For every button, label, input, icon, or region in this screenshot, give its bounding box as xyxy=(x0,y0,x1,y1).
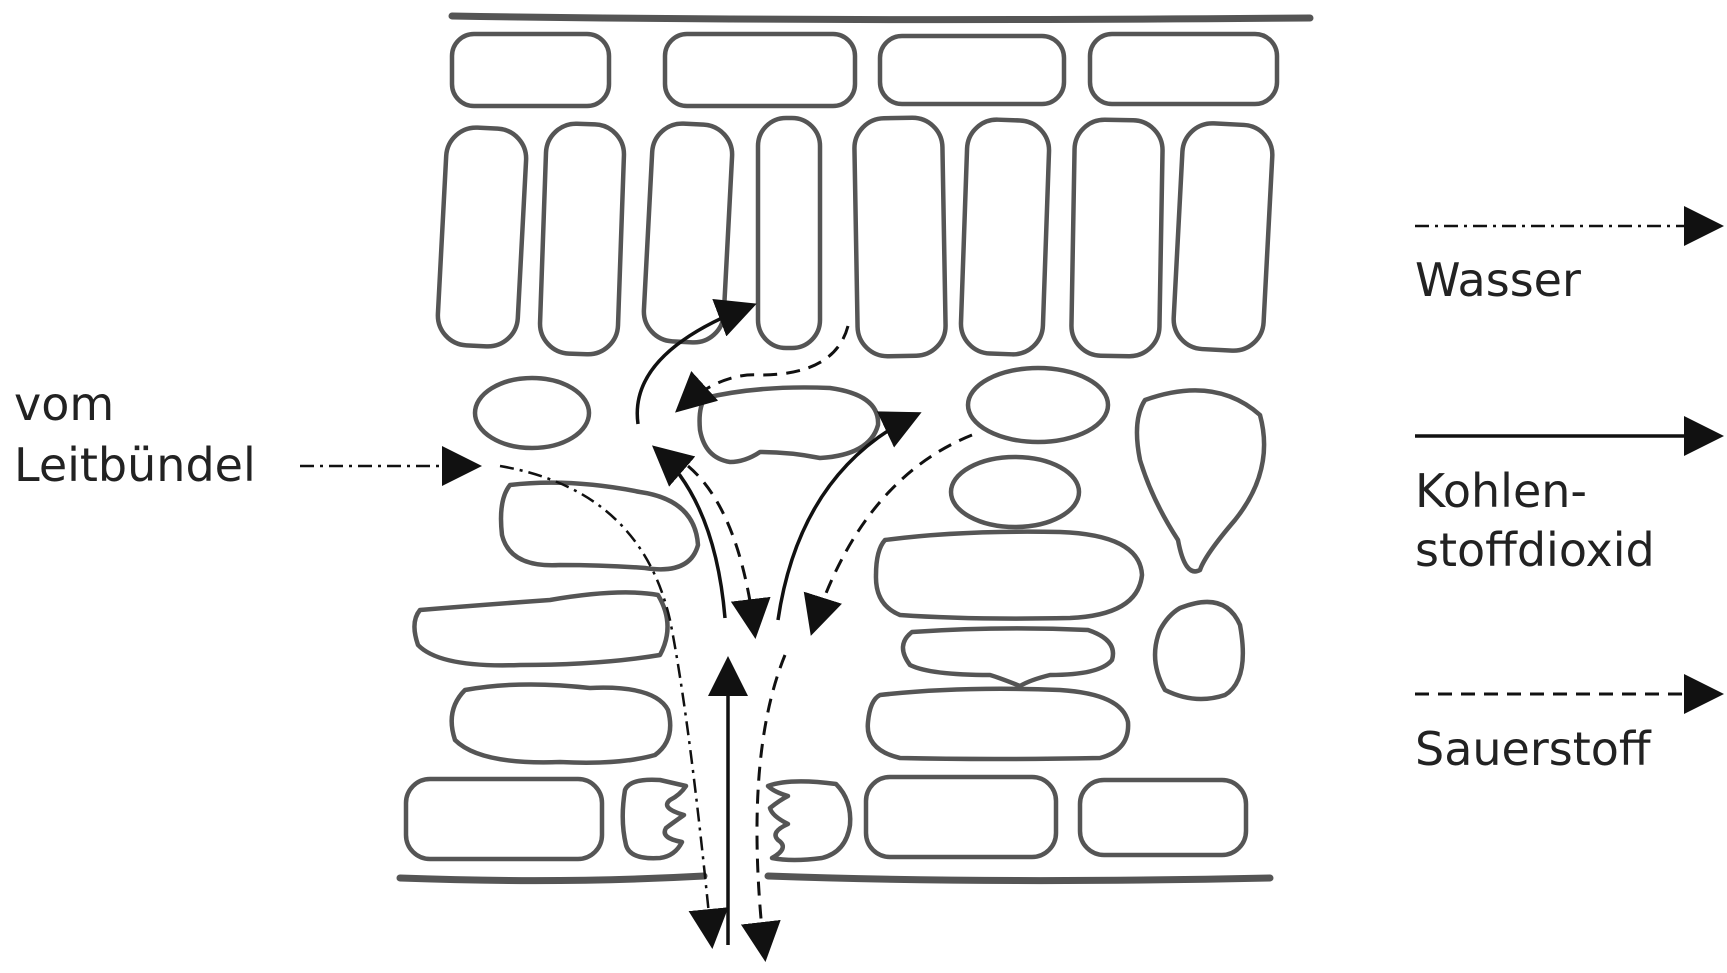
oxygen-pathways xyxy=(678,326,972,958)
source-label: vom Leitbündel xyxy=(14,377,256,492)
source-label-line-1: vom xyxy=(14,377,114,431)
legend-label-co2-line-2: stoffdioxid xyxy=(1415,523,1655,577)
legend-item-oxygen: Sauerstoff xyxy=(1415,694,1720,776)
lower-epidermis xyxy=(400,777,1270,881)
water-pathways xyxy=(300,466,712,945)
legend-item-water: Wasser xyxy=(1415,226,1720,307)
palisade-layer xyxy=(436,117,1274,356)
guard-cells xyxy=(623,780,850,860)
legend-label-oxygen: Sauerstoff xyxy=(1415,722,1652,776)
legend-label-water: Wasser xyxy=(1415,253,1581,307)
source-label-line-2: Leitbündel xyxy=(14,438,256,492)
legend-label-co2-line-1: Kohlen- xyxy=(1415,464,1587,518)
legend-item-co2: Kohlen- stoffdioxid xyxy=(1415,436,1720,577)
legend: Wasser Kohlen- stoffdioxid Sauerstoff xyxy=(1415,226,1720,776)
upper-epidermis xyxy=(452,16,1310,106)
